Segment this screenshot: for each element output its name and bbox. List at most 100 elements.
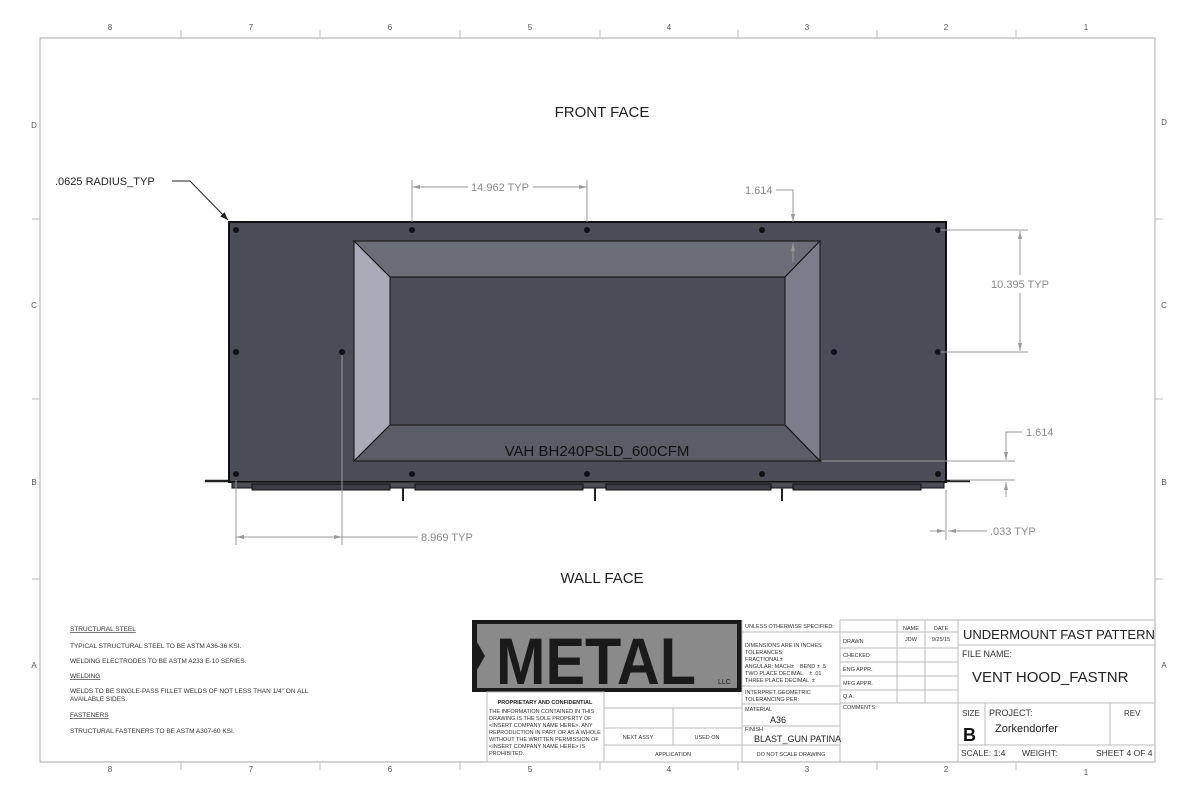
dim-text: 10.395 TYP <box>991 279 1049 291</box>
logo-text: METAL <box>496 624 696 698</box>
zone-row-a: A <box>31 661 37 670</box>
zone-row-d: D <box>31 121 37 130</box>
proprietary-line: <INSERT COMPANY NAME HERE>. ANY <box>489 723 593 729</box>
zone-col-2: 2 <box>944 23 949 32</box>
drawn-name: JDW <box>905 637 918 643</box>
proprietary-line: PROHIBITED. <box>489 751 525 757</box>
zone-ticks <box>32 30 1163 770</box>
zone-col-6: 6 <box>388 23 393 32</box>
proprietary-line: DRAWING IS THE SOLE PROPERTY OF <box>489 716 592 722</box>
rev-label: REV <box>1124 709 1141 718</box>
dim-radius: .0625 RADIUS_TYP <box>55 176 229 221</box>
zone-col-8: 8 <box>108 23 113 32</box>
tolerance-line: DIMENSIONS ARE IN INCHES <box>745 643 822 649</box>
size-value: B <box>963 725 976 745</box>
unless-specified: UNLESS OTHERWISE SPECIFIED: <box>745 624 834 630</box>
drawn-date: 9/25/15 <box>932 637 950 643</box>
zone-row-c: C <box>1161 301 1167 310</box>
comments-label: COMMENTS: <box>843 705 877 711</box>
general-notes: STRUCTURAL STEEL TYPICAL STRUCTURAL STEE… <box>70 626 309 735</box>
checked-label: CHECKED <box>843 653 870 659</box>
drawing-title: UNDERMOUNT FAST PATTERN <box>963 627 1155 642</box>
zone-row-c: C <box>31 301 37 310</box>
zone-col-4: 4 <box>667 765 672 774</box>
size-label: SIZE <box>962 709 980 718</box>
note-line: TYPICAL STRUCTURAL STEEL TO BE ASTM A36-… <box>70 643 242 650</box>
dim-text: 8.969 TYP <box>421 532 473 544</box>
eng-appr-label: ENG APPR. <box>843 667 873 673</box>
proprietary-line: REPRODUCTION IN PART OR AS A WHOLE <box>489 730 601 736</box>
zone-row-b: B <box>1161 478 1166 487</box>
dim-hole-spacing-v: 10.395 TYP <box>940 229 1049 353</box>
title-block: METAL LLC PROPRIETARY AND CONFIDENTIAL T… <box>472 619 1155 763</box>
material-label: MATERIAL <box>745 707 772 713</box>
zone-col-3: 3 <box>805 23 810 32</box>
tolerance-line: FRACTIONAL± <box>745 657 783 663</box>
model-label: VAH BH240PSLD_600CFM <box>505 443 690 460</box>
note-line: AVAILABLE SIDES. <box>70 696 127 703</box>
tolerance-line: TOLERANCES: <box>745 650 784 656</box>
zone-row-d: D <box>1161 118 1167 127</box>
notes-heading: FASTENERS <box>70 712 109 719</box>
proprietary-heading: PROPRIETARY AND CONFIDENTIAL <box>498 700 593 706</box>
qa-label: Q.A. <box>843 694 854 700</box>
company-logo: METAL LLC <box>472 620 742 698</box>
do-not-scale: DO NOT SCALE DRAWING <box>757 752 826 758</box>
proprietary-line: <INSERT COMPANY NAME HERE> IS <box>489 744 586 750</box>
next-assy-label: NEXT ASSY <box>623 735 654 741</box>
dim-flange: .033 TYP <box>930 490 1036 540</box>
date-header: DATE <box>934 626 949 632</box>
scale-value: SCALE: 1:4 <box>961 748 1006 758</box>
proprietary-line: THE INFORMATION CONTAINED IN THIS <box>489 709 594 715</box>
dim-top-offset: 1.614 <box>745 185 795 262</box>
finish-value: BLAST_GUN PATINA <box>754 734 841 744</box>
dim-text: 14.962 TYP <box>471 182 529 194</box>
notes-heading: STRUCTURAL STEEL <box>70 626 136 633</box>
zone-col-5: 5 <box>528 23 533 32</box>
zone-col-7: 7 <box>249 23 254 32</box>
weight-label: WEIGHT: <box>1022 748 1057 758</box>
used-on-label: USED ON <box>694 735 719 741</box>
zone-col-5: 5 <box>528 765 533 774</box>
file-name-label: FILE NAME: <box>962 649 1012 659</box>
interpret-label: TOLERANCING PER: <box>745 697 799 703</box>
tolerance-line: THREE PLACE DECIMAL ± <box>745 678 815 684</box>
dim-text: 1.614 <box>1026 427 1054 439</box>
note-line: STRUCTURAL FASTENERS TO BE ASTM A307-60 … <box>70 728 235 735</box>
dim-bottom-offset: 1.614 <box>822 427 1054 497</box>
zone-col-1: 1 <box>1084 23 1089 32</box>
zone-col-2: 2 <box>944 765 949 774</box>
zone-col-1: 1 <box>1084 768 1089 777</box>
zone-col-7: 7 <box>249 765 254 774</box>
dim-edge-hole: 8.969 TYP <box>235 355 473 545</box>
application-label: APPLICATION <box>655 752 691 758</box>
proprietary-line: WITHOUT THE WRITTEN PERMISSION OF <box>489 737 599 743</box>
front-face-label: FRONT FACE <box>555 104 650 121</box>
dim-text: .033 TYP <box>990 526 1036 538</box>
drawn-label: DRAWN <box>843 639 864 645</box>
mfg-appr-label: MFG APPR. <box>843 681 873 687</box>
tolerance-line: ANGULAR: MACH± BEND ± .5 <box>745 664 826 670</box>
finish-label: FINISH <box>745 727 763 733</box>
radius-callout: .0625 RADIUS_TYP <box>55 176 155 188</box>
zone-col-3: 3 <box>805 765 810 774</box>
mounting-holes <box>233 227 941 477</box>
name-header: NAME <box>903 626 919 632</box>
dim-text: 1.614 <box>745 185 773 197</box>
sheet-number: SHEET 4 OF 4 <box>1096 748 1153 758</box>
material-value: A36 <box>770 715 786 725</box>
file-name-value: VENT HOOD_FASTNR <box>972 669 1129 686</box>
zone-col-8: 8 <box>108 765 113 774</box>
project-value: Zorkendorfer <box>995 723 1058 735</box>
notes-heading: WELDING <box>70 673 100 680</box>
vent-hood-panel: VAH BH240PSLD_600CFM <box>205 221 970 501</box>
wall-face-label: WALL FACE <box>560 570 643 587</box>
tolerance-line: TWO PLACE DECIMAL ± .01 <box>745 671 821 677</box>
zone-row-b: B <box>31 478 36 487</box>
zone-col-6: 6 <box>388 765 393 774</box>
interpret-label: INTERPRET GEOMETRIC <box>745 690 811 696</box>
zone-col-4: 4 <box>667 23 672 32</box>
project-label: PROJECT: <box>989 708 1033 718</box>
note-line: WELDING ELECTRODES TO BE ASTM A233 E-10 … <box>70 658 247 665</box>
